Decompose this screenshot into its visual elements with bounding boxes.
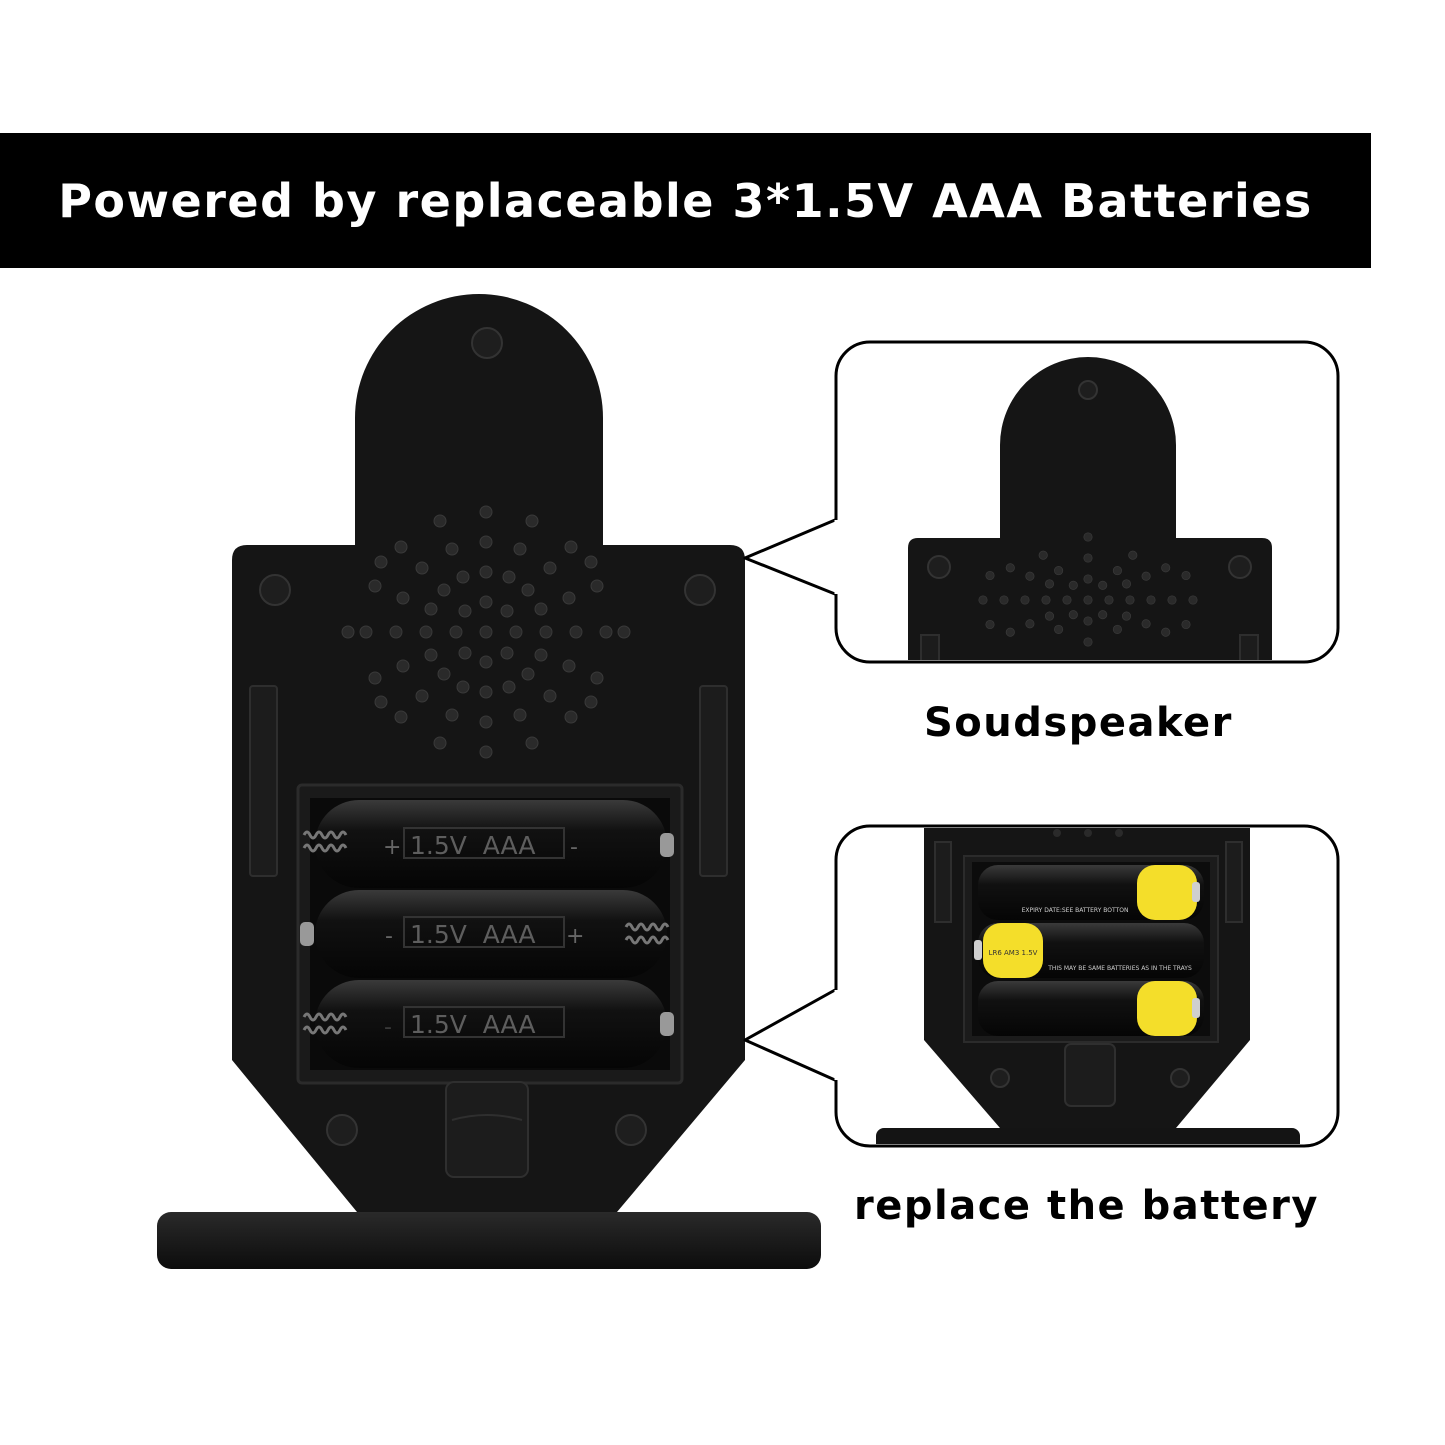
battery-brand-label: LR6 AM3 1.5V [989,949,1038,957]
callout-battery: EXPIRY DATE:SEE BATTERY BOTTON THIS MAY … [743,824,1340,1148]
battery-plus: + [566,924,584,949]
screw-icon [326,1114,358,1146]
title-banner: Powered by replaceable 3*1.5V AAA Batter… [0,133,1371,268]
battery-latch [445,1081,529,1178]
battery-warning-text: THIS MAY BE SAME BATTERIES AS IN THE TRA… [1047,965,1192,972]
screw-icon [259,574,291,606]
screw-icon [615,1114,647,1146]
battery-caption: replace the battery [854,1183,1319,1229]
screw-icon [471,327,503,359]
battery-3: - 1.5V AAA [302,980,674,1068]
speaker-grille [341,505,631,759]
battery-label: 1.5V AAA [410,831,535,860]
battery-minus: - [570,835,578,860]
battery-2: - 1.5V AAA + [300,890,670,978]
battery-minus: - [384,1015,392,1040]
battery-label: 1.5V AAA [410,1010,535,1039]
banner-title: Powered by replaceable 3*1.5V AAA Batter… [58,173,1313,228]
battery-plus: + [383,835,401,860]
screw-icon [684,574,716,606]
battery-minus: - [385,924,393,949]
battery-label: 1.5V AAA [410,920,535,949]
speaker-caption: Soudspeaker [924,700,1233,746]
base-stand [157,1212,821,1269]
callout-speaker [743,340,1340,664]
battery-1: + 1.5V AAA - [302,800,674,888]
main-device: + 1.5V AAA - - 1.5V AAA + [157,294,821,1269]
battery-expiry-text: EXPIRY DATE:SEE BATTERY BOTTON [1022,907,1129,914]
